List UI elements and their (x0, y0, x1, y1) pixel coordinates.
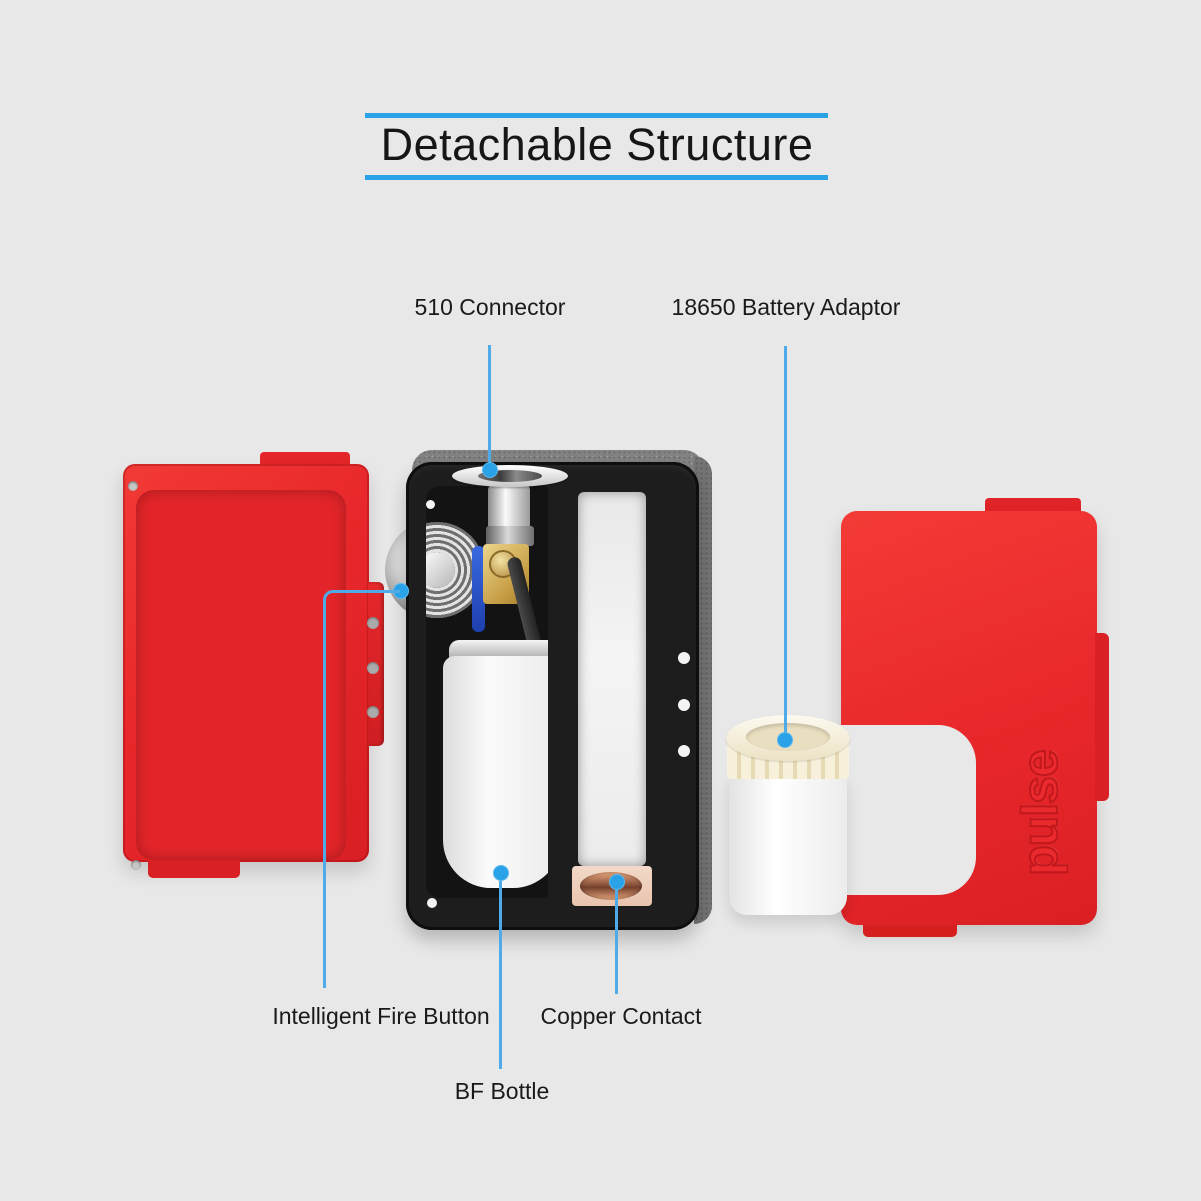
fire-button-center (426, 552, 455, 588)
label-copper-contact: Copper Contact (540, 1003, 702, 1029)
blue-seal-ring (472, 546, 485, 632)
right-panel-top-tab (985, 498, 1081, 514)
label-fire-button: Intelligent Fire Button (272, 1003, 490, 1029)
mod-frame (400, 448, 714, 936)
battery-bay (578, 492, 646, 866)
magnet-dot (678, 699, 690, 711)
magnet-dot (367, 706, 379, 718)
magnet-dot (367, 662, 379, 674)
magnet-dot (678, 745, 690, 757)
label-battery-adaptor: 18650 Battery Adaptor (671, 294, 901, 320)
callout-line-bf-bottle (499, 881, 502, 1069)
adaptor-body (729, 775, 847, 915)
right-door-panel: pulse (830, 498, 1111, 938)
hex-nut (486, 526, 534, 546)
callout-line-battery-adaptor (784, 346, 787, 736)
left-panel-face (123, 464, 369, 870)
label-510-connector: 510 Connector (414, 294, 566, 320)
magnet-dot (367, 617, 379, 629)
callout-line-510 (488, 345, 491, 464)
callout-dot-bf-bottle (493, 865, 509, 881)
510-connector (452, 465, 568, 487)
bf-bottle (443, 656, 548, 888)
callout-dot-fire-button (393, 583, 409, 599)
brand-logo: pulse (1011, 749, 1069, 877)
callout-dot-510 (482, 462, 498, 478)
frame-front (406, 462, 699, 930)
page-title: Detachable Structure (380, 119, 814, 170)
callout-line-fire-button-corner (323, 590, 338, 605)
label-bf-bottle: BF Bottle (454, 1078, 550, 1104)
callout-line-copper-contact (615, 890, 618, 994)
callout-line-fire-button-h (333, 590, 400, 593)
magnet-dot (678, 652, 690, 664)
atomizer-bay (426, 486, 548, 898)
title-rule-bottom (365, 175, 828, 180)
left-panel-recess (136, 490, 346, 860)
screw-hole (128, 481, 138, 491)
fire-button-cutout (830, 725, 976, 895)
left-door-panel (123, 452, 387, 880)
screw-hole (131, 860, 141, 870)
right-panel-magnet-rail (1095, 633, 1109, 801)
magnet-dot (427, 898, 437, 908)
callout-dot-battery-adaptor (777, 732, 793, 748)
callout-line-fire-button-v (323, 601, 326, 988)
left-panel-bottom-tab (148, 860, 240, 878)
battery-adaptor (726, 713, 852, 915)
title-rule-top (365, 113, 828, 118)
right-panel-bottom-tab (863, 925, 957, 937)
callout-dot-copper-contact (609, 874, 625, 890)
magnet-dot (426, 500, 435, 509)
